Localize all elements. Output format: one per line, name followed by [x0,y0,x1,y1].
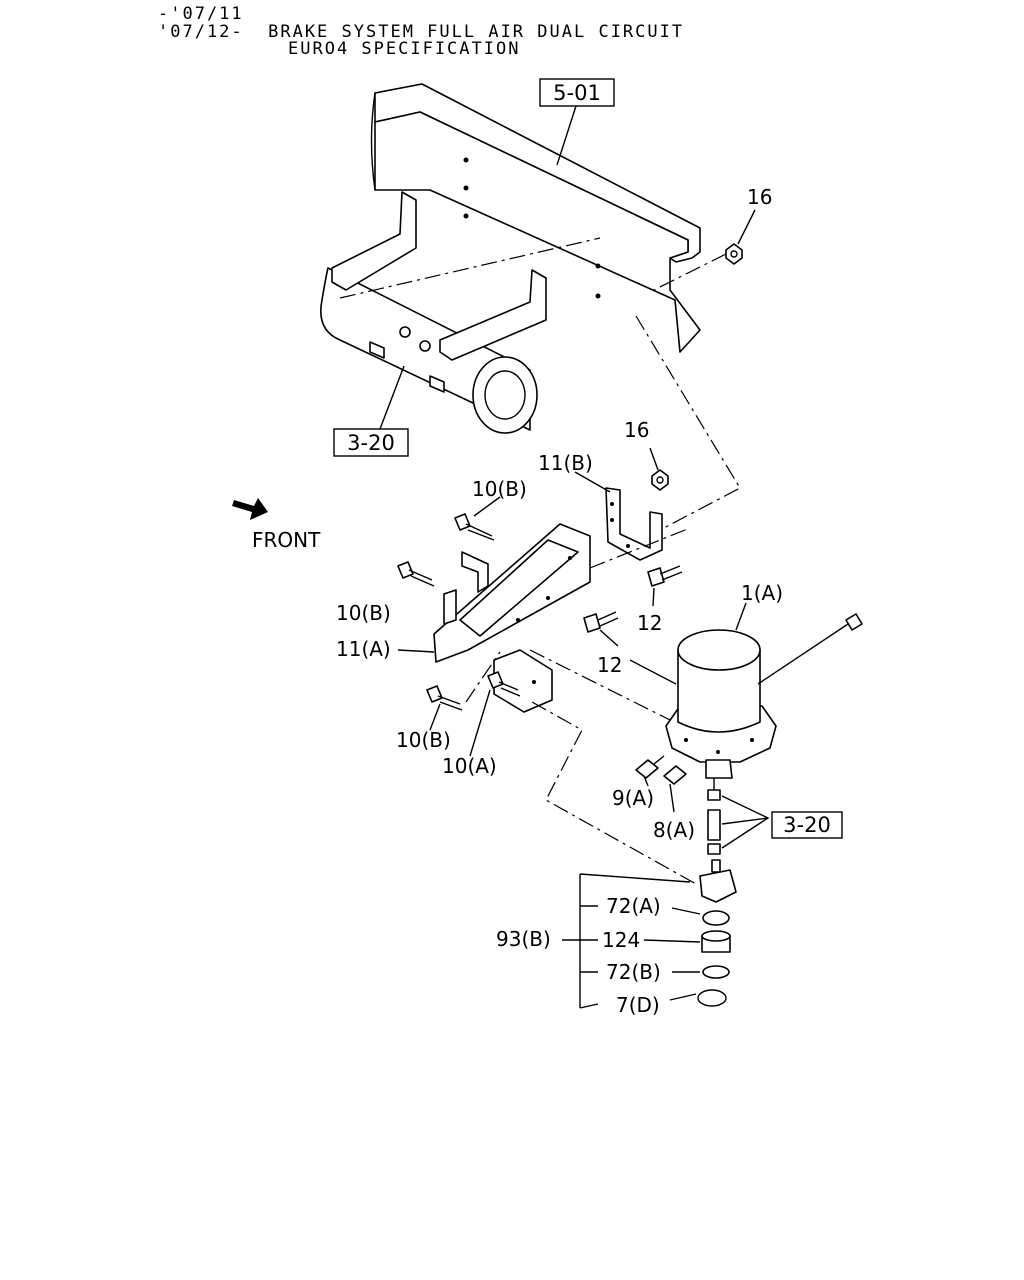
diagram-subtitle: EURO4 SPECIFICATION [288,39,521,59]
fitting-9a [635,755,665,779]
callout-fitting-9a: 9(A) [612,786,654,810]
callout-bolt-12-lower: 12 [597,653,622,677]
callout-kit-72a: 72(A) [606,894,661,918]
callout-bracket-11a: 11(A) [336,637,391,661]
callout-kit-93b: 93(B) [496,927,551,951]
nut-16-bracket [651,469,669,491]
ref-frame-label: 5-01 [553,81,601,105]
date-range-upper: -'07/11 [158,4,244,24]
bolt-10a [487,671,521,697]
bolt-10b-left [397,561,435,587]
frame-rail [370,83,701,353]
callout-nut-16-bracket: 16 [624,418,649,442]
air-tank-assembly [320,191,601,434]
callout-nut-16-top: 16 [747,185,772,209]
ref-tank-label: 3-20 [347,431,395,455]
air-dryer [665,613,863,779]
callout-kit-124: 124 [602,928,640,952]
bolt-12-lower [583,611,619,633]
ref-fittings-label: 3-20 [783,813,831,837]
callout-bolt-10b-bottom: 10(B) [396,728,451,752]
bracket-11b [605,487,663,561]
hose-fittings [707,778,721,855]
callout-kit-7d: 7(D) [616,993,660,1017]
callout-kit-72b: 72(B) [606,960,661,984]
diagram-title: '07/12- BRAKE SYSTEM FULL AIR DUAL CIRCU… [158,22,685,42]
front-arrow-icon [232,498,268,520]
callout-dryer-1a: 1(A) [741,581,783,605]
callout-fitting-8a: 8(A) [653,818,695,842]
front-label: FRONT [252,528,321,552]
bracket-11a [433,523,591,713]
kit-parts [697,859,737,1007]
ref-frame-5-01[interactable]: 5-01 [539,78,615,107]
callout-bolt-10b-top: 10(B) [472,477,527,501]
fitting-8a [663,765,687,785]
bolt-12-upper [647,565,683,587]
nut-16-top [725,243,743,265]
callout-bolt-12-upper: 12 [637,611,662,635]
callout-bolt-10b-left: 10(B) [336,601,391,625]
callout-bracket-11b: 11(B) [538,451,593,475]
bolt-10b-top [454,513,495,541]
bolt-10b-bottom [426,685,463,711]
callout-bolt-10a: 10(A) [442,754,497,778]
ref-tank-3-20[interactable]: 3-20 [333,428,409,457]
ref-fittings-3-20[interactable]: 3-20 [771,811,843,839]
